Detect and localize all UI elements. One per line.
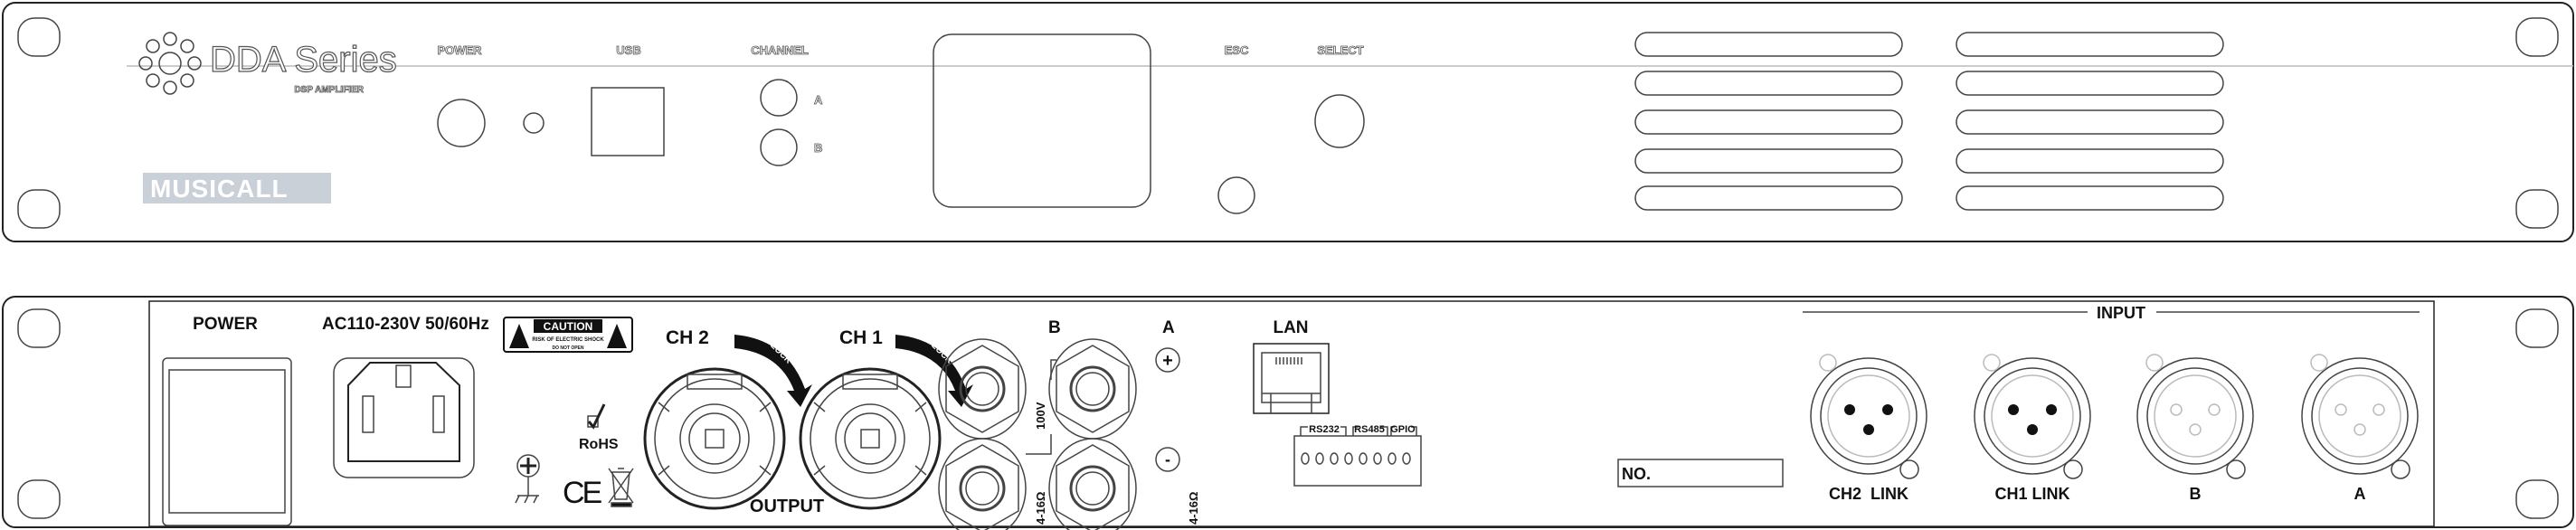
usb-port[interactable] <box>591 87 665 156</box>
series-title: DDA Series <box>210 40 397 80</box>
front-panel-frame <box>2 2 2574 242</box>
input-label: INPUT <box>2097 304 2145 322</box>
xlr-input-b[interactable] <box>2136 354 2254 479</box>
series-subtitle: DSP AMPLIFIER <box>294 85 364 95</box>
minus-sign: - <box>1165 450 1170 468</box>
ce-mark-icon: CE <box>563 476 605 510</box>
output-label: OUTPUT <box>750 497 824 516</box>
post-a-label: A <box>1162 318 1175 337</box>
svg-text:CAUTION: CAUTION <box>544 320 593 333</box>
rear-panel: POWER AC110-230V 50/60Hz CAUTION RISK OF… <box>2 296 2574 530</box>
rear-panel-frame <box>2 296 2574 528</box>
rack-hole <box>2515 17 2559 57</box>
ground-symbol-icon <box>515 454 540 504</box>
terminal-block[interactable]: RS232 RS485 GPIO <box>1293 424 1422 487</box>
plus-sign: + <box>1162 351 1173 371</box>
xlr-label-b: B <box>2190 485 2202 503</box>
rohs-mark: RoHS <box>579 403 619 452</box>
ac-input-label: AC110-230V 50/60Hz <box>322 315 489 334</box>
rear-inner-plate <box>148 300 2435 527</box>
svg-text:CE: CE <box>563 476 602 510</box>
caution-label: CAUTION RISK OF ELECTRIC SHOCK DO NOT OP… <box>503 317 633 353</box>
lan-label: LAN <box>1273 318 1308 337</box>
binding-posts[interactable] <box>938 338 1137 530</box>
svg-text:DO NOT OPEN: DO NOT OPEN <box>552 345 583 351</box>
lock-arrow-ch2: LOCK <box>734 335 812 407</box>
front-panel: DDA Series DSP AMPLIFIER MUSICALL POWER … <box>2 2 2574 242</box>
weee-bin-icon <box>608 468 634 507</box>
rack-hole <box>17 189 61 229</box>
channel-a-label: A <box>814 93 823 107</box>
channel-b-label: B <box>814 141 822 155</box>
ch1-output-label: CH 1 <box>839 327 883 348</box>
post-b-label: B <box>1048 318 1061 337</box>
xlr-label-ch1-link: CH1 LINK <box>1994 485 2069 503</box>
svg-text:RoHS: RoHS <box>579 437 619 452</box>
select-label: SELECT <box>1317 43 1363 57</box>
rack-ear-holes-front <box>17 17 2559 229</box>
plus-terminal-icon <box>1155 347 1180 373</box>
esc-button[interactable] <box>1217 176 1255 214</box>
channel-label: CHANNEL <box>751 43 809 57</box>
lcd-display <box>933 33 1151 208</box>
ddaseries-logo-icon <box>138 32 202 95</box>
svg-text:NO.: NO. <box>1622 465 1651 483</box>
ch2-output-label: CH 2 <box>666 327 709 348</box>
gpio-label: GPIO <box>1390 424 1416 435</box>
rs485-label: RS485 <box>1354 424 1385 435</box>
power-button[interactable] <box>437 99 486 147</box>
rs232-label: RS232 <box>1309 424 1340 435</box>
power-label: POWER <box>437 43 482 57</box>
impedance-a-label: 4-16Ω <box>1187 492 1200 525</box>
xlr-input-ch1-link[interactable] <box>1974 354 2091 479</box>
speakon-output-ch1[interactable] <box>799 367 942 510</box>
svg-text:RISK OF ELECTRIC SHOCK: RISK OF ELECTRIC SHOCK <box>532 337 604 343</box>
xlr-input-a[interactable] <box>2301 354 2419 479</box>
channel-a-button[interactable] <box>760 79 798 117</box>
usb-label: USB <box>616 43 640 57</box>
esc-label: ESC <box>1225 43 1249 57</box>
xlr-label-a: A <box>2354 485 2366 503</box>
minus-terminal-icon <box>1155 447 1180 472</box>
100v-label: 100V <box>1034 402 1047 430</box>
power-led-indicator <box>523 112 545 134</box>
power-switch[interactable] <box>162 357 292 526</box>
musicall-logo: MUSICALL <box>143 173 331 203</box>
channel-b-button[interactable] <box>760 128 798 166</box>
lan-port[interactable] <box>1253 343 1330 414</box>
select-knob[interactable] <box>1314 94 1365 148</box>
rack-hole <box>2515 189 2559 229</box>
rack-ear-holes-rear <box>17 308 2559 519</box>
serial-number-box: NO. <box>1617 459 1784 487</box>
speakon-output-ch2[interactable] <box>643 367 786 510</box>
xlr-input-ch2-link[interactable] <box>1810 354 1927 479</box>
rack-hole <box>17 17 61 57</box>
svg-text:MUSICALL: MUSICALL <box>150 175 289 203</box>
vent-slots <box>1634 32 2224 211</box>
iec-power-inlet[interactable] <box>333 357 475 478</box>
impedance-b-label: 4-16Ω <box>1034 492 1047 525</box>
xlr-label-ch2-link: CH2 LINK <box>1829 485 1908 503</box>
power-switch-label: POWER <box>193 315 258 334</box>
